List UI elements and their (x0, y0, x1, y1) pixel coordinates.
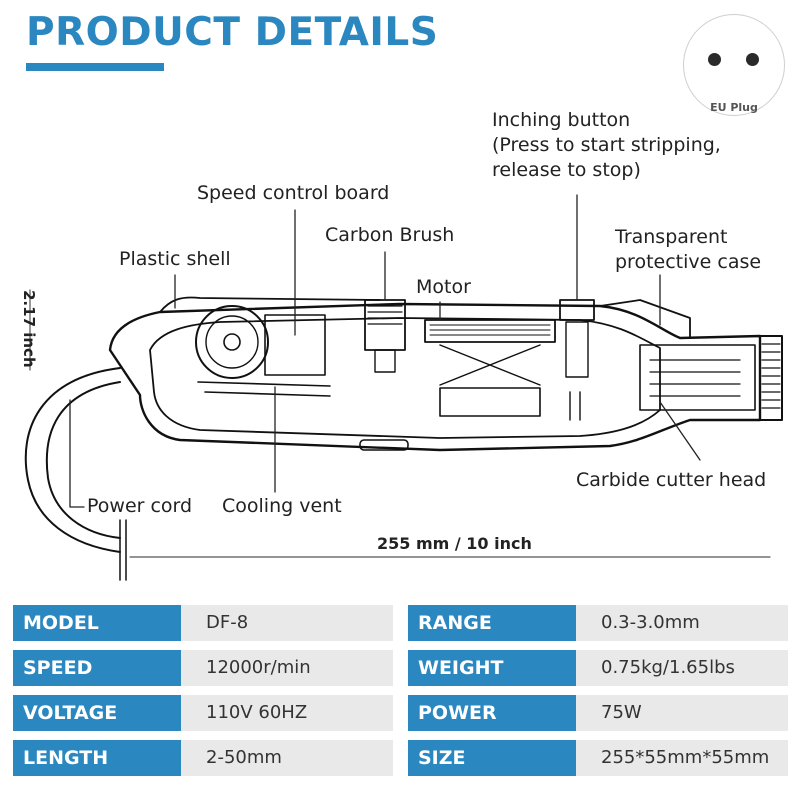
callout-inching-line1: Inching button (492, 109, 631, 131)
spec-value: DF-8 (181, 605, 393, 641)
page-title: PRODUCT DETAILS (26, 10, 439, 55)
callout-carbon-brush: Carbon Brush (325, 224, 455, 246)
tool-diagram: Inching button (Press to start stripping… (20, 108, 783, 581)
title-underline (26, 63, 164, 71)
spec-label: SIZE (408, 740, 576, 776)
plug-pin-left (708, 53, 721, 66)
carbon-brush (364, 299, 406, 351)
callout-inching-button: Inching button (Press to start stripping… (492, 108, 721, 183)
plug-label: EU Plug (710, 101, 758, 114)
spec-value: 12000r/min (181, 650, 393, 686)
spec-value: 75W (576, 695, 788, 731)
rotary-tool-drawing (24, 194, 783, 581)
callout-transparent-line1: Transparent (615, 226, 728, 248)
spec-label: RANGE (408, 605, 576, 641)
callout-transparent-line2: protective case (615, 251, 762, 274)
height-dimension-label: 2.17 inch (20, 290, 38, 368)
motor (424, 319, 556, 343)
callout-motor: Motor (416, 276, 471, 298)
spec-value: 2-50mm (181, 740, 393, 776)
spec-label: MODEL (13, 605, 181, 641)
spec-label: LENGTH (13, 740, 181, 776)
plug-pin-right (746, 53, 759, 66)
tool-body-outline (108, 302, 762, 452)
callout-inching-line2: (Press to start stripping, (492, 134, 721, 157)
callout-cooling-vent: Cooling vent (222, 495, 342, 517)
protective-case (599, 299, 691, 339)
spec-value: 0.75kg/1.65lbs (576, 650, 788, 686)
spec-label: WEIGHT (408, 650, 576, 686)
eu-plug-icon: EU Plug (683, 14, 785, 116)
spec-value: 255*55mm*55mm (576, 740, 788, 776)
callout-transparent-case: Transparent protective case (615, 225, 761, 275)
spec-label: POWER (408, 695, 576, 731)
callout-power-cord: Power cord (87, 495, 193, 517)
inching-button (559, 299, 595, 321)
spec-label: VOLTAGE (13, 695, 181, 731)
callout-speed-control-board: Speed control board (197, 182, 390, 204)
length-dimension-label: 255 mm / 10 inch (377, 534, 532, 553)
spec-value: 0.3-3.0mm (576, 605, 788, 641)
spec-label: SPEED (13, 650, 181, 686)
spec-value: 110V 60HZ (181, 695, 393, 731)
callout-plastic-shell: Plastic shell (119, 248, 231, 270)
speed-gear (195, 305, 269, 379)
callout-inching-line3: release to stop) (492, 159, 641, 182)
callout-carbide-cutter-head: Carbide cutter head (576, 469, 767, 491)
power-cord (24, 367, 121, 553)
